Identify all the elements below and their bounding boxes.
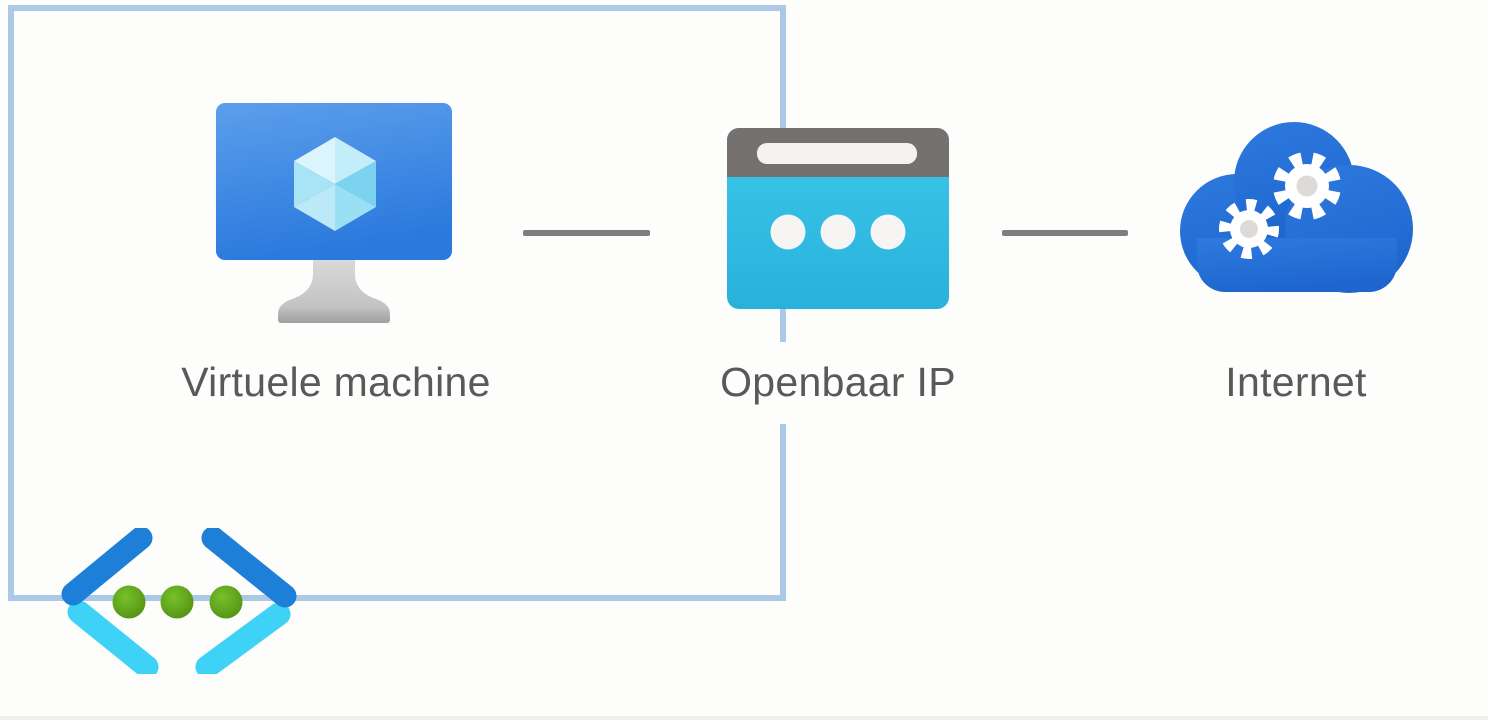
virtual-network-icon bbox=[61, 528, 297, 674]
vnet-dot-1 bbox=[112, 585, 146, 619]
public-ip-label: Openbaar IP bbox=[720, 359, 956, 405]
vnet-right-bracket-lower bbox=[195, 602, 291, 674]
vnet-right-bracket-upper bbox=[201, 528, 297, 608]
virtual-machine-icon bbox=[216, 103, 452, 323]
browser-dot-2 bbox=[820, 214, 856, 250]
internet-cloud-icon bbox=[1180, 122, 1413, 293]
virtual-machine-label: Virtuele machine bbox=[181, 359, 491, 405]
vnet-dot-3 bbox=[209, 585, 243, 619]
internet-label: Internet bbox=[1225, 359, 1367, 405]
virtual-network-boundary-top bbox=[8, 5, 786, 11]
browser-address-bar bbox=[757, 143, 917, 164]
gear-icon-large bbox=[1273, 152, 1341, 220]
vnet-left-bracket-lower bbox=[67, 600, 159, 674]
vm-stand bbox=[278, 258, 390, 323]
vnet-dot-2 bbox=[160, 585, 194, 619]
image-bottom-edge bbox=[0, 716, 1488, 720]
gear-icon-small bbox=[1219, 199, 1279, 259]
connector-vm-to-publicip bbox=[523, 230, 650, 236]
browser-dot-3 bbox=[870, 214, 906, 250]
virtual-network-boundary-left bbox=[8, 5, 14, 601]
virtual-network-boundary-right-lower bbox=[780, 424, 786, 601]
virtual-network-boundary-bottom bbox=[8, 595, 786, 601]
vm-cube bbox=[294, 137, 376, 231]
public-ip-icon bbox=[727, 128, 949, 309]
connector-publicip-to-internet bbox=[1002, 230, 1128, 236]
vnet-left-bracket-upper bbox=[61, 528, 153, 606]
browser-dot-1 bbox=[770, 214, 806, 250]
